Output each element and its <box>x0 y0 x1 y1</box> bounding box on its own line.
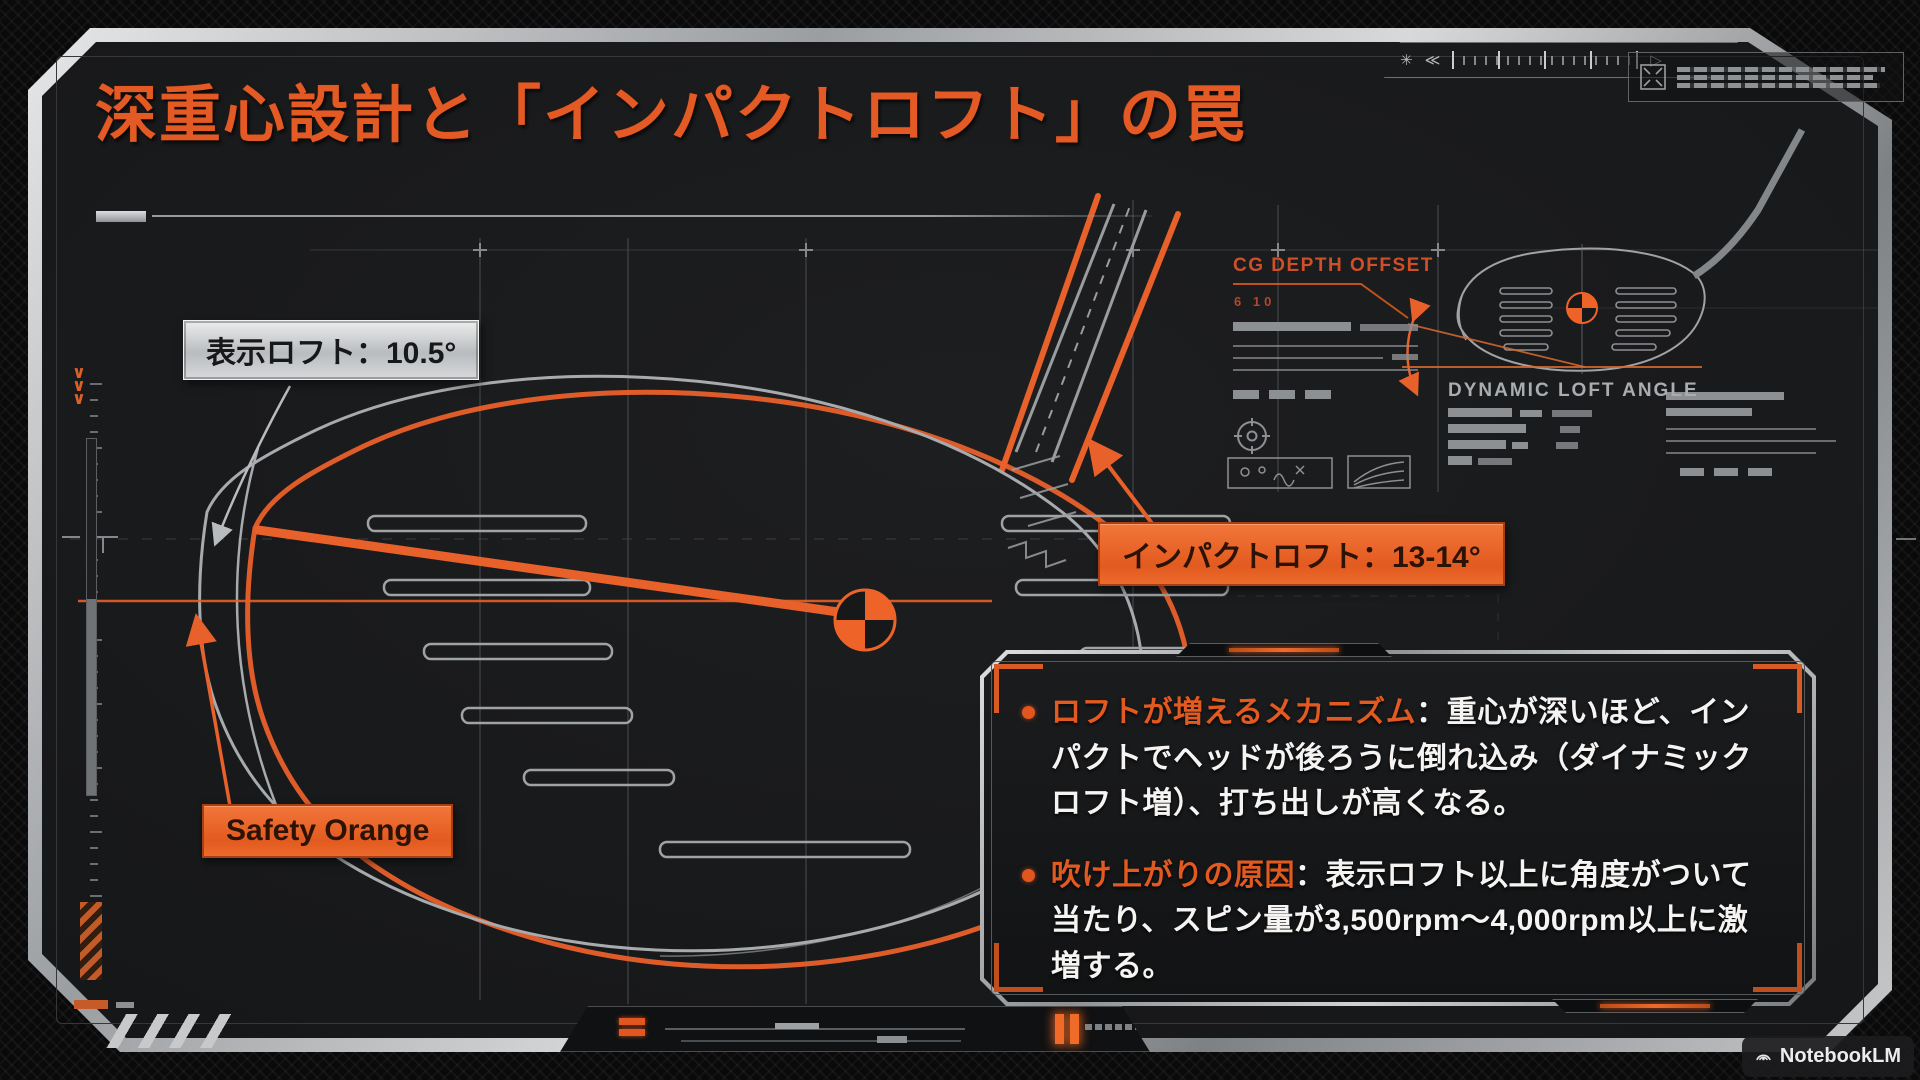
console-indicator-bars <box>619 1018 645 1040</box>
side-hazard-marks <box>80 902 102 980</box>
cg-depth-offset-heading: CG DEPTH OFFSET <box>1233 255 1434 276</box>
bullet-lead: 吹け上がりの原因 <box>1051 858 1295 892</box>
double-chevron-icon: ≪ <box>1424 51 1441 69</box>
notebooklm-badge: NotebookLM <box>1742 1036 1914 1077</box>
micro-text-lines <box>1677 64 1893 91</box>
bullet-item: 吹け上がりの原因：表示ロフト以上に角度がついて当たり、スピン量が3,500rpm… <box>1022 853 1768 990</box>
cg-depth-offset-value: 6 10 <box>1234 294 1276 309</box>
console-slider-line <box>665 1028 965 1030</box>
notebooklm-logo-icon <box>1756 1054 1771 1061</box>
dynamic-loft-angle-caption: DYNAMIC LOFT ANGLE <box>1448 380 1699 401</box>
panel-corner-bracket <box>1753 943 1802 992</box>
console-bright-bars <box>1055 1014 1079 1044</box>
bottom-hazard-stripes <box>95 1014 245 1048</box>
side-slider-track <box>86 438 97 796</box>
info-panel: ロフトが増えるメカニズム：重心が深いほど、インパクトでヘッドが後ろうに倒れ込み（… <box>980 650 1816 1006</box>
notebooklm-label: NotebookLM <box>1779 1045 1901 1067</box>
console-micro-text <box>1085 1024 1143 1030</box>
impact-loft-label: インパクトロフト：13-14° <box>1098 522 1505 586</box>
side-gray-dash <box>116 1002 134 1008</box>
bullet-item: ロフトが増えるメカニズム：重心が深いほど、インパクトでヘッドが後ろうに倒れ込み（… <box>1022 690 1768 827</box>
title-rule-block <box>96 211 146 222</box>
page-title: 深重心設計と「インパクトロフト」の罠 <box>95 81 1248 150</box>
side-orange-bar <box>74 1000 108 1009</box>
console-slider-handle-2 <box>877 1036 907 1043</box>
title-rule-line <box>152 215 1152 217</box>
bottom-console <box>560 1006 1150 1052</box>
safety-orange-label: Safety Orange <box>202 804 454 858</box>
bullet-lead: ロフトが増えるメカニズム <box>1051 696 1417 729</box>
top-right-info-chip <box>1628 52 1904 102</box>
console-slider-handle <box>775 1023 819 1029</box>
panel-top-tab <box>1176 643 1392 657</box>
crosshair-box-icon <box>1640 64 1666 90</box>
asterisk-icon: ✳ <box>1400 51 1413 69</box>
panel-corner-bracket <box>1753 664 1802 713</box>
console-slider-line-2 <box>681 1040 961 1042</box>
bullet-list: ロフトが増えるメカニズム：重心が深いほど、インパクトでヘッドが後ろうに倒れ込み（… <box>1022 690 1768 1016</box>
bullet-dot-icon <box>1022 706 1035 719</box>
ruler-ticks <box>1452 51 1638 69</box>
bullet-dot-icon <box>1022 868 1035 882</box>
side-chevron-icons: ∨∨∨ <box>72 363 86 408</box>
stated-loft-label: 表示ロフト：10.5° <box>183 320 480 380</box>
